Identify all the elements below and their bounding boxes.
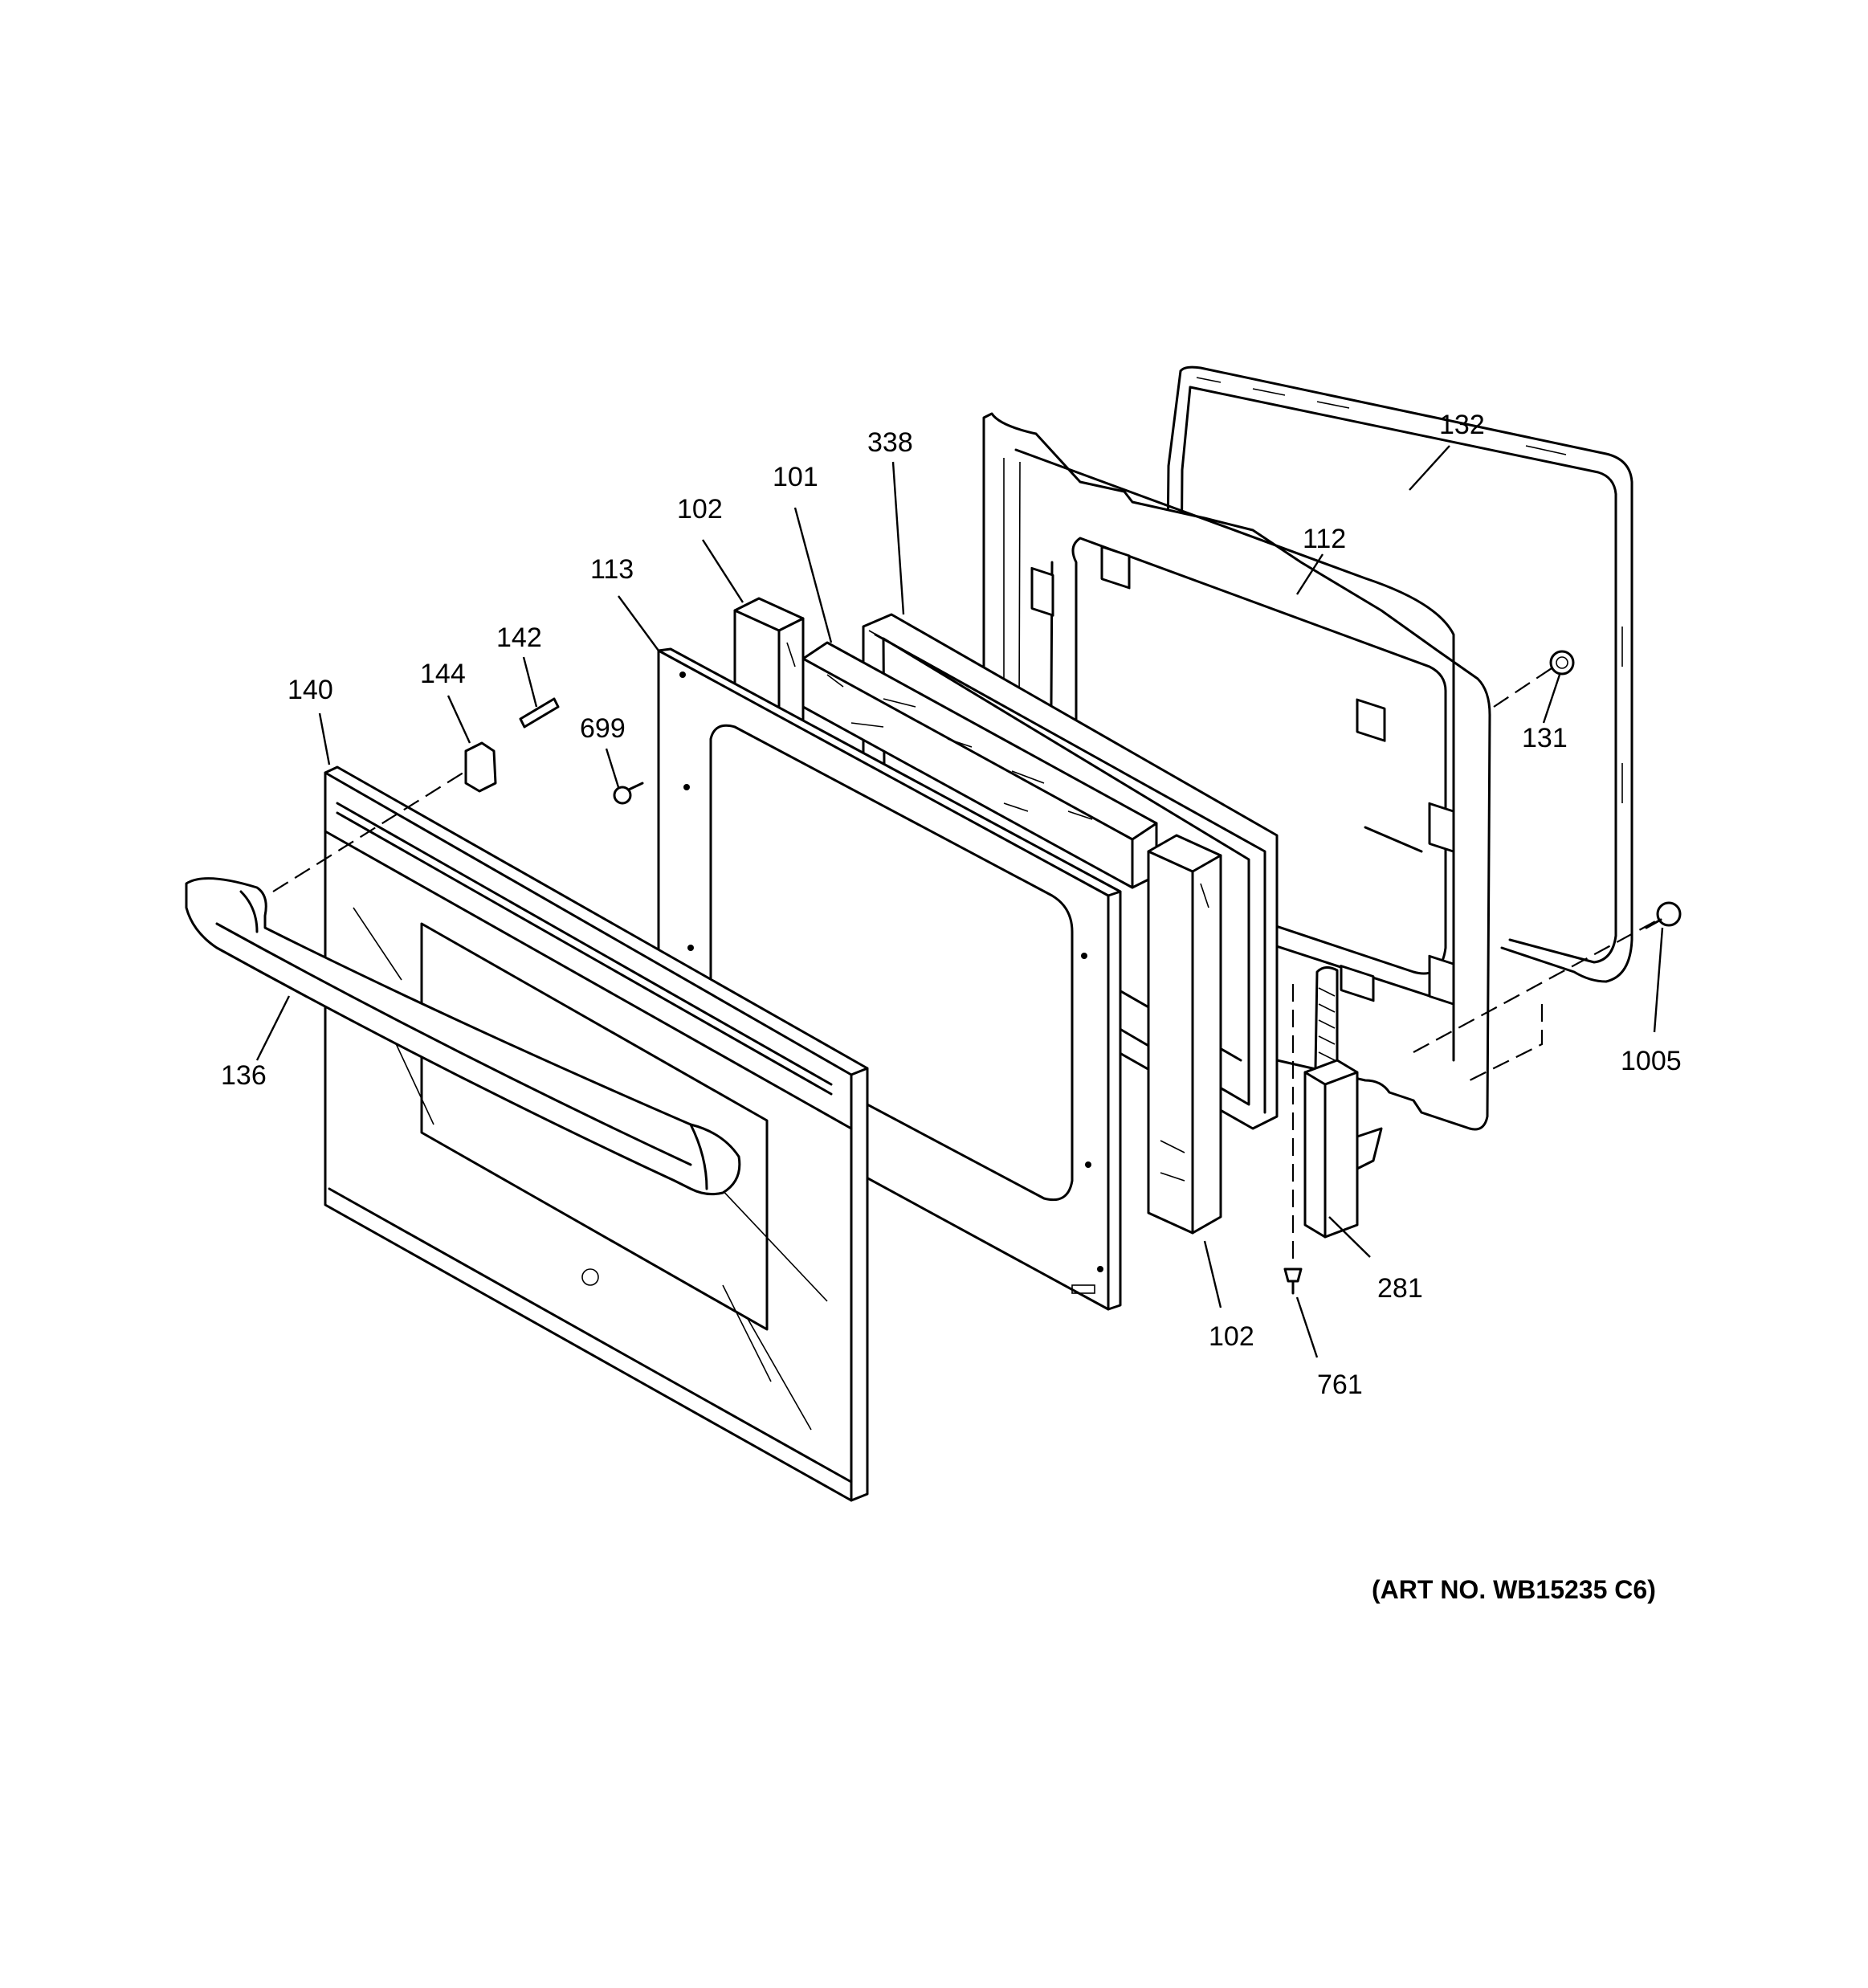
pin-142 — [519, 697, 560, 729]
art-number: (ART NO. WB15235 C6) — [1372, 1575, 1656, 1604]
hinge-281 — [1303, 966, 1383, 1239]
label-142: 142 — [496, 623, 542, 653]
label-102-rear: 102 — [677, 494, 723, 525]
label-136: 136 — [221, 1060, 267, 1091]
label-112: 112 — [1303, 524, 1346, 554]
stop-131 — [1549, 650, 1575, 676]
part-labels: 132 338 101 102 113 112 142 144 140 699 … — [221, 410, 1682, 1400]
label-140: 140 — [288, 675, 333, 705]
spacer-144 — [464, 741, 497, 793]
alignment-lines — [272, 666, 1659, 1265]
screw-761 — [1283, 1268, 1303, 1295]
insulation-block-102-front — [1147, 834, 1222, 1235]
label-1005: 1005 — [1621, 1046, 1682, 1076]
label-338: 338 — [867, 427, 913, 458]
label-131: 131 — [1522, 723, 1568, 753]
label-144: 144 — [420, 659, 466, 689]
label-102-front: 102 — [1209, 1321, 1254, 1352]
label-281: 281 — [1377, 1273, 1423, 1304]
handle-136 — [185, 877, 741, 1196]
label-761: 761 — [1317, 1370, 1363, 1400]
label-113: 113 — [590, 554, 634, 585]
leader-lines — [255, 445, 1664, 1358]
label-699: 699 — [580, 713, 626, 744]
screw-1005 — [1645, 901, 1682, 929]
screw-699 — [613, 782, 644, 805]
label-132: 132 — [1439, 410, 1485, 440]
label-101: 101 — [773, 462, 818, 492]
